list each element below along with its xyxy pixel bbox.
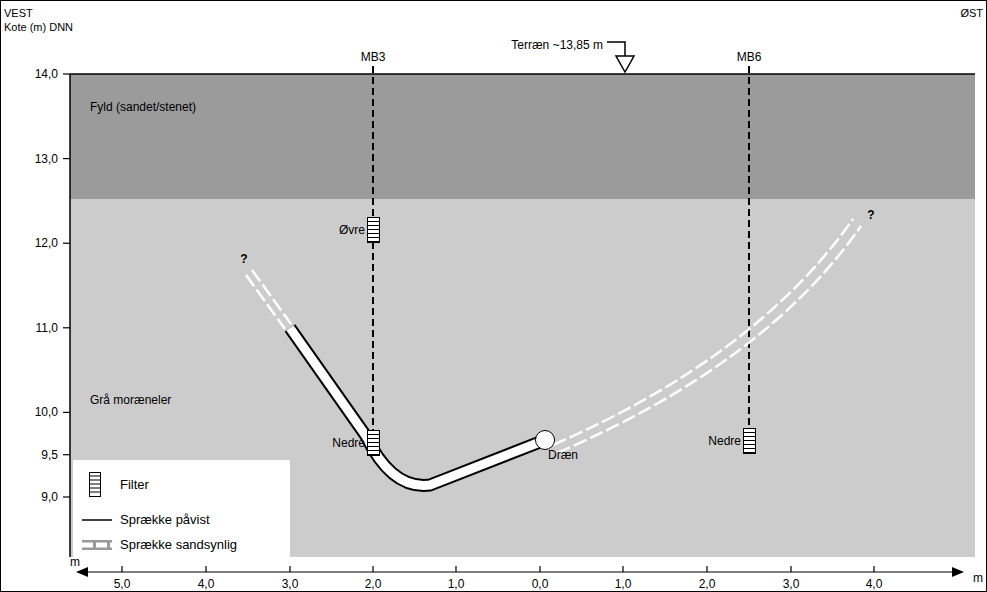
layer-label: Fyld (sandet/stenet) bbox=[90, 100, 196, 114]
legend-text: Filter bbox=[120, 478, 149, 492]
filter-label: Øvre bbox=[339, 223, 365, 237]
axis-tick-label: 13,0 bbox=[35, 152, 58, 166]
axis-tick-label: 3,0 bbox=[282, 577, 299, 591]
borehole-label: MB3 bbox=[361, 50, 386, 64]
axis-tick-label: 14,0 bbox=[35, 67, 58, 81]
axis-unit: m bbox=[70, 555, 80, 569]
filter-label: Nedre bbox=[332, 436, 365, 450]
axis-unit: m bbox=[973, 571, 983, 585]
axis-tick-label: 0,0 bbox=[532, 577, 549, 591]
fill-layer: Fyld (sandet/stenet) bbox=[70, 74, 975, 199]
axis-tick-label: 1,0 bbox=[615, 577, 632, 591]
axis-tick-label: 9,0 bbox=[41, 490, 58, 504]
axis-tick-label: 9,5 bbox=[41, 448, 58, 462]
axis-tick-label: 1,0 bbox=[448, 577, 465, 591]
drain-pipe: Dræn bbox=[535, 430, 555, 450]
drain-label: Dræn bbox=[548, 448, 578, 462]
direction-label: ØST bbox=[960, 6, 983, 20]
axis-tick-label: 11,0 bbox=[36, 321, 58, 335]
legend-text: Sprække påvist bbox=[120, 513, 210, 527]
legend-text: Sprække sandsynlig bbox=[120, 538, 237, 552]
filter-screen: Nedre bbox=[367, 430, 380, 456]
terrain-label: Terræn ~13,85 m bbox=[511, 38, 603, 52]
uncertainty-mark: ? bbox=[240, 252, 247, 266]
axis-tick-label: 12,0 bbox=[35, 236, 58, 250]
axis-tick-label: 2,0 bbox=[365, 577, 382, 591]
direction-label: VEST bbox=[4, 6, 33, 20]
axis-tick-label: 3,0 bbox=[783, 577, 800, 591]
axis-title: Kote (m) DNN bbox=[4, 20, 73, 34]
layer-label: Grå moræneler bbox=[90, 393, 171, 407]
borehole-label: MB6 bbox=[737, 50, 762, 64]
axis-tick-label: 2,0 bbox=[699, 577, 716, 591]
axis-tick-label: 4,0 bbox=[198, 577, 215, 591]
axis-tick-label: 10,0 bbox=[35, 405, 58, 419]
uncertainty-mark: ? bbox=[867, 208, 874, 222]
filter-screen: Nedre bbox=[743, 428, 756, 454]
axis-tick-label: 4,0 bbox=[866, 577, 883, 591]
axis-tick-label: 5,0 bbox=[114, 577, 131, 591]
filter-screen: Øvre bbox=[367, 217, 380, 243]
filter-label: Nedre bbox=[708, 434, 741, 448]
